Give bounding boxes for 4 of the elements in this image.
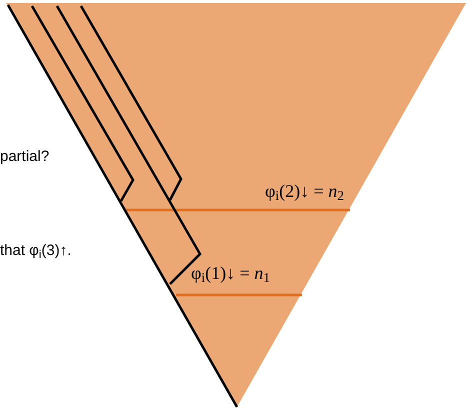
annotation-text: partial? bbox=[0, 148, 50, 167]
formula-label: φ$_{i}$(1)↓ = n$_{1}$ bbox=[191, 262, 270, 284]
annotation-text: that φ$_{i}$(3)↑. bbox=[0, 242, 72, 261]
formula-label: φ$_{i}$(2)↓ = n$_{2}$ bbox=[264, 180, 344, 202]
